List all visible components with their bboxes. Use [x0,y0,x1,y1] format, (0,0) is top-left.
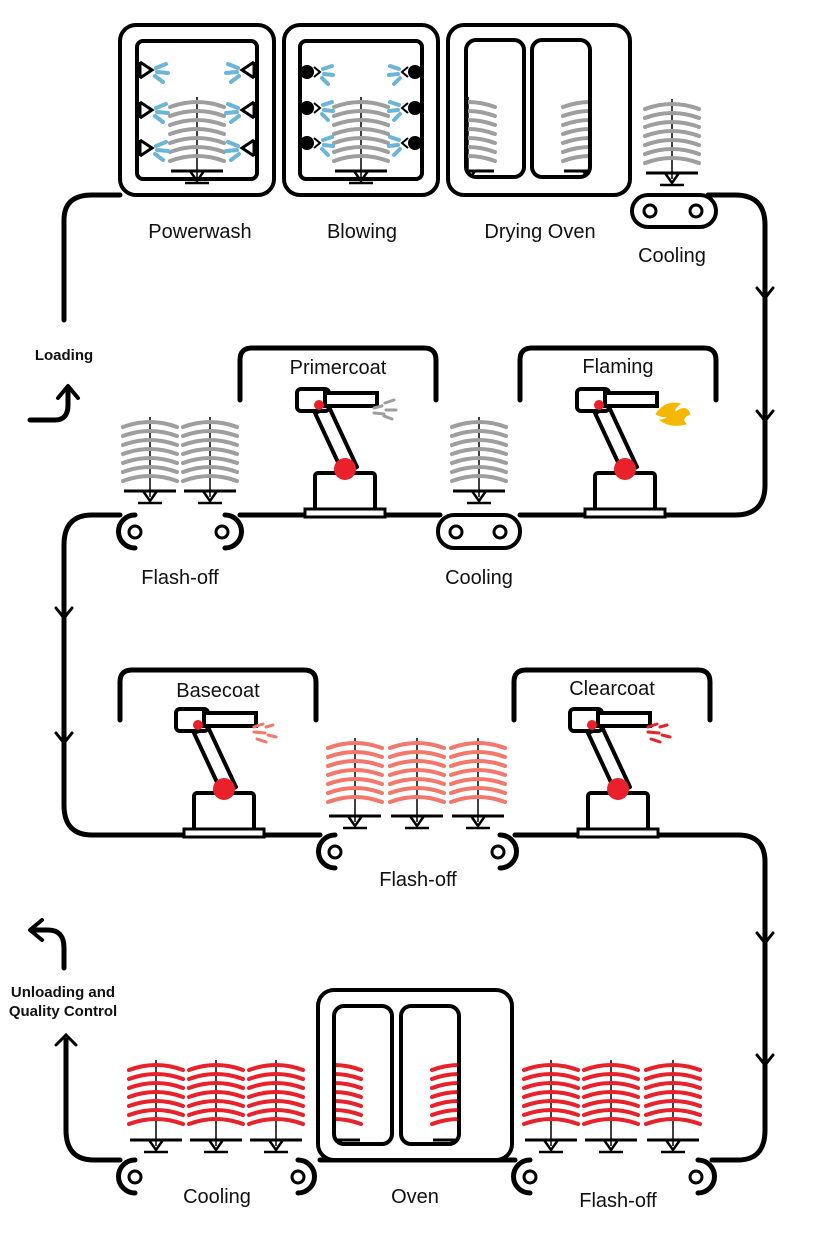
part-rack [326,736,384,830]
spray-icon [372,398,398,421]
part-rack [187,1058,245,1154]
unloading-arrow-head-icon [28,918,44,942]
spray-icon [646,722,672,744]
drying-oven-station [446,23,632,197]
label-cooling-1: Cooling [638,245,706,267]
part-rack [127,1058,185,1154]
oven-station [316,988,514,1162]
robot-arm-icon [174,707,266,839]
label-primercoat: Primercoat [290,357,387,379]
label-cooling-2: Cooling [445,567,513,589]
clearcoat-booth [511,667,713,839]
label-basecoat: Basecoat [176,680,260,702]
part-rack [247,1058,305,1154]
part-rack [643,97,701,187]
label-blowing: Blowing [327,221,397,243]
robot-arm-icon [568,707,660,839]
flame-icon [655,402,691,426]
label-loading: Loading [35,347,93,364]
part-rack [388,736,446,830]
loading-arrow-icon [27,385,71,423]
part-rack [522,1058,580,1154]
primercoat-booth [237,345,439,519]
label-flash-off-3: Flash-off [579,1190,657,1212]
part-rack [121,415,179,505]
label-unloading-line-1: Unloading and [11,984,115,1001]
unloading-arrow-icon [29,927,67,971]
label-clearcoat: Clearcoat [569,678,655,700]
part-rack [181,415,239,505]
label-flaming: Flaming [582,356,653,378]
part-rack [450,415,508,505]
loading-arrow-head-icon [56,384,80,400]
spray-icon [252,722,278,744]
robot-arm-icon [575,387,667,519]
blowing-station [282,23,440,197]
part-rack [449,736,507,830]
label-powerwash: Powerwash [148,221,251,243]
flaming-booth [517,345,719,519]
part-rack [582,1058,640,1154]
label-unloading-line-2: Quality Control [9,1003,117,1020]
label-flash-off-2: Flash-off [379,869,457,891]
roller-belt [116,193,718,1196]
label-oven: Oven [391,1186,439,1208]
robot-arm-icon [295,387,387,519]
label-flash-off-1: Flash-off [141,567,219,589]
part-rack [644,1058,702,1154]
powerwash-station [118,23,276,197]
arrow-up-icon [54,1032,78,1047]
basecoat-booth [117,667,319,839]
label-drying-oven: Drying Oven [484,221,595,243]
label-cooling-3: Cooling [183,1186,251,1208]
